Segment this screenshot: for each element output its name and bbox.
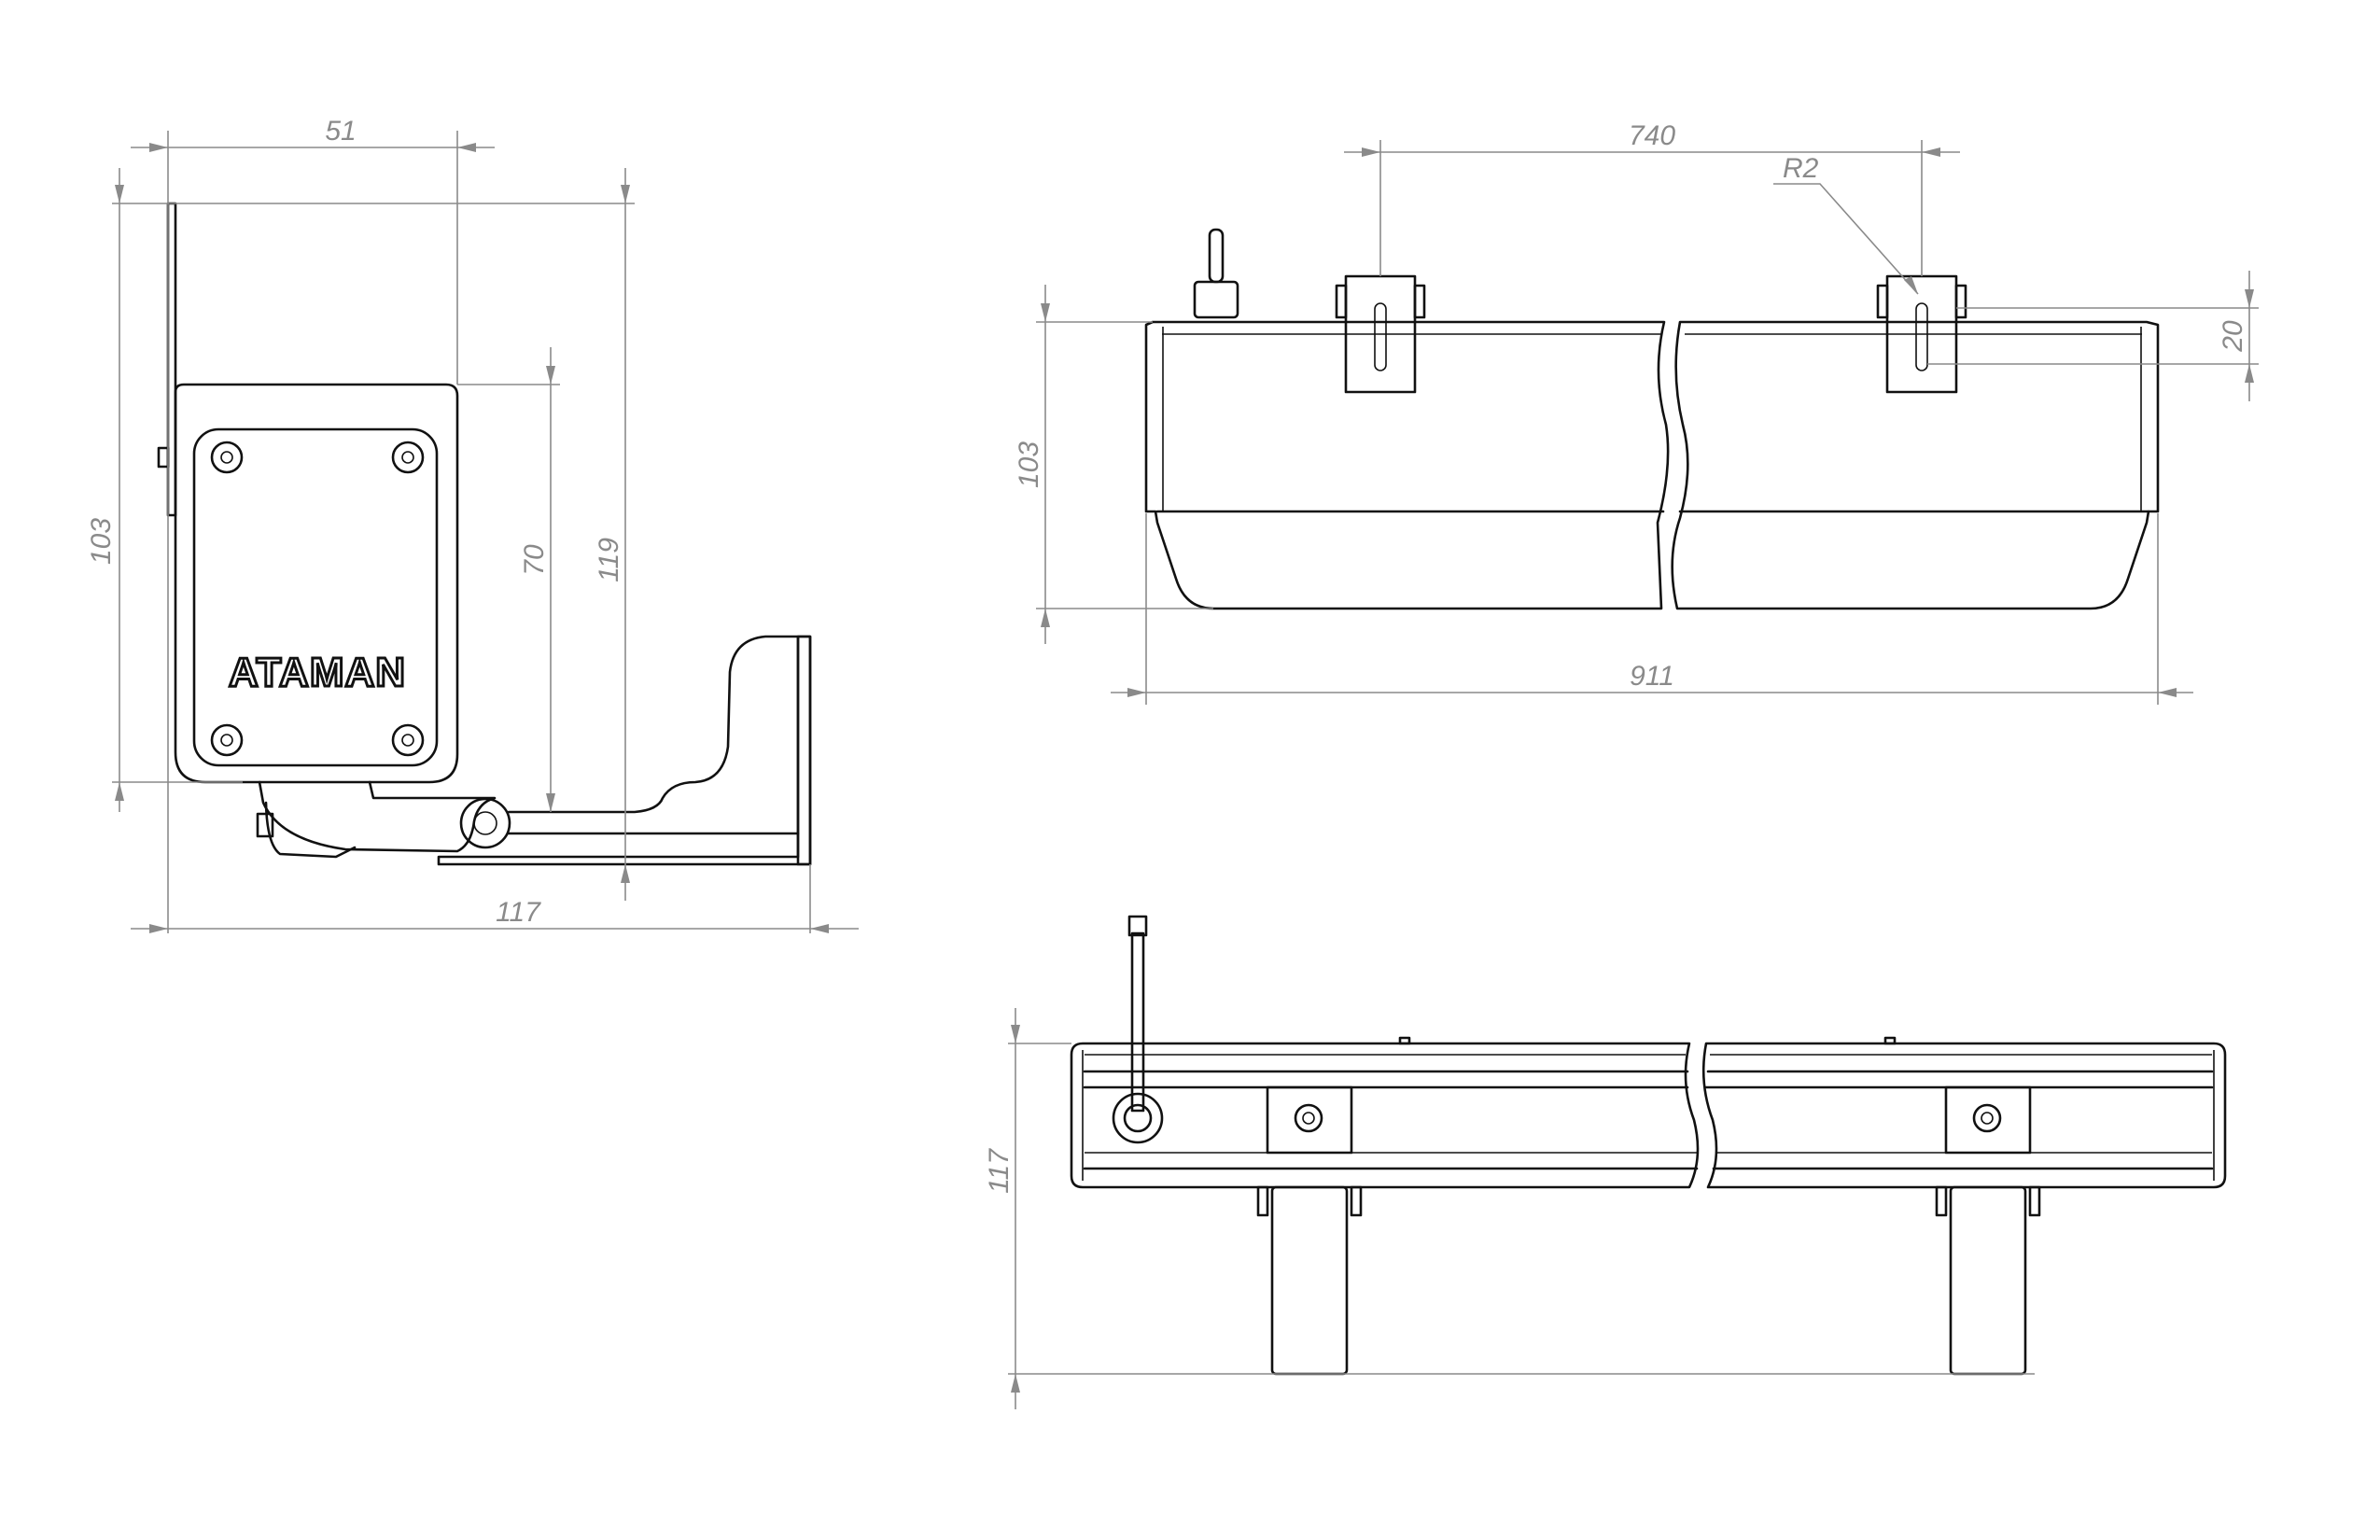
top-cable-cap (1127, 915, 1148, 937)
side-housing-body (174, 383, 459, 784)
side-wall-plate-tab (157, 446, 170, 469)
side-arm-foot (796, 635, 812, 866)
screw-icon (391, 441, 425, 474)
top-gland-knob-icon (1112, 1092, 1164, 1144)
brand-logo: ATAMAN (229, 650, 406, 695)
top-cable-stem (1130, 931, 1145, 1113)
dim-side-total-height: 119 (594, 538, 624, 582)
screw-icon (210, 723, 244, 757)
dim-front-slot: 20 (2218, 320, 2248, 353)
side-pivot-bracket (258, 780, 497, 853)
top-gland-inner-icon (1123, 1103, 1153, 1133)
dim-top-depth: 117 (984, 1148, 1015, 1194)
pivot-knob-icon (459, 797, 511, 849)
top-body-right (1701, 1042, 2227, 1189)
dim-side-plate-height: 70 (519, 544, 550, 576)
dim-front-radius: R2 (1783, 153, 1819, 184)
dim-front-height: 103 (1014, 441, 1044, 488)
top-bracket-right (1935, 1085, 2041, 1376)
top-bracket-left (1256, 1085, 1363, 1376)
front-cable-gland-nut (1193, 280, 1239, 319)
dim-side-body-height: 103 (86, 518, 117, 565)
side-view-dimensions: 51 103 70 119 117 (86, 116, 859, 933)
top-view-dimensions: 117 (984, 1008, 2035, 1409)
side-view: ATAMAN (157, 202, 812, 866)
top-body-left (1070, 1042, 1700, 1189)
screw-icon (210, 441, 244, 474)
front-body-right (1671, 320, 2160, 610)
dim-front-length: 911 (1630, 661, 1674, 692)
side-pivot-clamp (256, 812, 274, 838)
top-tab-right (1883, 1036, 1897, 1045)
side-cover-plate (192, 427, 439, 767)
pivot-knob-inner-icon (473, 811, 497, 835)
dim-side-total-depth: 117 (496, 897, 541, 928)
top-view (1070, 915, 2227, 1376)
top-tab-left (1398, 1036, 1411, 1045)
dim-side-width: 51 (325, 116, 356, 147)
front-cable-gland-stem (1208, 228, 1225, 284)
dim-front-mount-spacing: 740 (1629, 120, 1675, 151)
side-mounting-arm (437, 635, 812, 866)
front-view (1144, 228, 2160, 610)
bracket-bolt-icon (1294, 1103, 1323, 1133)
screw-icon (391, 723, 425, 757)
front-view-dimensions: 740 R2 20 103 911 (1014, 120, 2259, 705)
bracket-bolt-icon (1972, 1103, 2002, 1133)
front-body-left (1144, 320, 1670, 610)
